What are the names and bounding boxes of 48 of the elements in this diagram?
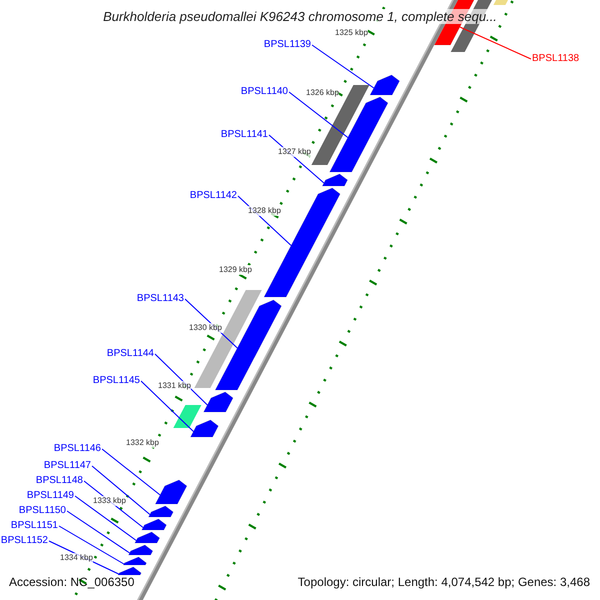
scale-label: 1327 kbp — [278, 147, 311, 157]
gene-label: BPSL1147 — [44, 460, 91, 472]
scale-label: 1325 kbp — [335, 28, 368, 38]
scale-label: 1326 kbp — [306, 88, 339, 98]
gene-feature — [370, 74, 400, 96]
gene-feature — [128, 544, 154, 556]
gene-label: BPSL1138 — [532, 53, 580, 65]
gene-label: BPSL1152 — [0, 535, 48, 547]
leader-line — [74, 496, 137, 541]
gene-feature — [134, 532, 160, 544]
accession-text: Accession: NC_006350 — [9, 575, 134, 590]
scale-label: 1328 kbp — [248, 206, 281, 216]
leader-line — [58, 526, 124, 564]
gene-feature — [322, 174, 348, 186]
gene-label: BPSL1140 — [240, 86, 288, 98]
gene-feature — [118, 566, 142, 576]
leader-line — [102, 448, 161, 496]
summary-text: Topology: circular; Length: 4,074,542 bp; Genes: 3,468 — [298, 575, 590, 590]
leader-line — [288, 92, 348, 138]
gene-label: BPSL1143 — [136, 293, 184, 305]
gene-feature — [329, 96, 388, 172]
gene-feature — [190, 420, 219, 438]
scale-label: 1334 kbp — [60, 553, 93, 563]
scale-label: 1330 kbp — [189, 323, 222, 333]
gene-label: BPSL1141 — [220, 129, 268, 141]
gene-feature — [203, 392, 234, 412]
leader-line — [312, 44, 374, 88]
gene-label: BPSL1139 — [264, 39, 311, 51]
gene-label: BPSL1149 — [26, 490, 74, 502]
scale-label: 1333 kbp — [93, 496, 126, 506]
leader-line — [459, 26, 532, 60]
gene-label: BPSL1145 — [92, 375, 140, 387]
gene-feature — [122, 556, 147, 566]
map-title: Burkholderia pseudomallei K96243 chromosome 1, complete sequ... — [103, 9, 497, 24]
gene-feature — [148, 506, 174, 518]
gene-label: BPSL1146 — [54, 443, 101, 455]
scale-label: 1329 kbp — [219, 265, 252, 275]
scale-label: 1331 kbp — [158, 381, 191, 391]
gene-label: BPSL1144 — [106, 348, 154, 360]
gene-feature — [264, 188, 340, 298]
gene-label: BPSL1151 — [10, 520, 58, 532]
gene-label: BPSL1148 — [36, 475, 83, 487]
scale-label: 1332 kbp — [126, 438, 159, 448]
leader-line — [92, 466, 150, 515]
gene-feature — [141, 518, 167, 530]
leader-line — [66, 510, 130, 554]
gene-label: BPSL1150 — [18, 505, 66, 517]
gene-label: BPSL1142 — [190, 190, 237, 202]
